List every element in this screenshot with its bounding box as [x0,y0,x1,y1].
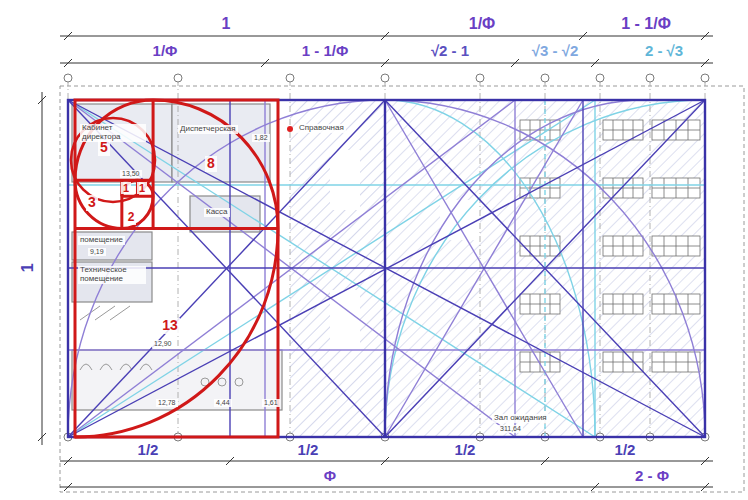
room-area: 4,44 [214,399,232,407]
room-name: Касса [204,208,230,217]
dimension-label: 1/Φ [467,15,497,33]
fibonacci-number: 2 [126,211,137,224]
dimension-label: 2 - Φ [633,468,671,485]
dimension-label: 1/2 [613,442,638,459]
window-transom [652,304,700,305]
fibonacci-number: 5 [98,140,110,155]
window-pane [652,178,700,198]
room-name: Диспетчерская [178,125,238,134]
room-name: помещение [78,236,125,245]
window-transom [520,304,560,305]
axis-line [68,80,705,437]
window-transom [603,304,643,305]
window-pane [603,352,643,372]
window-pane [603,120,643,140]
window-transom [603,246,643,247]
dimension-label: √3 - √2 [530,43,580,60]
room-name: Справочная [297,124,346,133]
window-transom [652,362,700,363]
room-area: 9,19 [88,248,106,256]
room-area: 1,61 [262,399,280,407]
proportion-lines [68,100,705,437]
window-transom [520,362,560,363]
golden-circle [71,118,155,202]
dimension-label: 1/2 [453,442,478,459]
dimension-label: 1 [220,15,233,33]
window-transom [652,188,700,189]
fibonacci-number: 1 [137,182,147,194]
window-transom [603,362,643,363]
dimension-label: √2 - 1 [429,43,471,60]
room-name: Кабинет директора [80,124,146,142]
info-dot [287,126,293,132]
dimension-label: 1/2 [296,442,321,459]
window-transom [603,130,643,131]
axis-marker [64,74,709,441]
window-pane [652,352,700,372]
dimension-label: Φ [322,468,338,485]
window-pane [520,294,560,314]
window-transom [603,188,643,189]
window-pane [520,236,560,256]
golden-spiral [75,100,278,437]
room-area: 311,64 [498,425,523,433]
window-pane [603,294,643,314]
dimension-label: 1 - 1/Φ [619,15,673,33]
fibonacci-number: 3 [86,195,98,210]
fibonacci-number: 8 [205,156,217,171]
window-transom [652,246,700,247]
room-area: 13,50 [120,170,142,178]
fibonacci-number: 1 [121,182,131,194]
dimension-line [38,32,713,491]
room-name: Зал ожидания [492,414,549,423]
room-name: Техническое помещение [78,266,146,284]
dimension-label: 2 - √3 [643,43,685,60]
fibonacci-number: 13 [160,318,180,333]
dimension-label: 1 [18,262,36,275]
dimension-label: 1 - 1/Φ [300,43,351,60]
window-pane [652,236,700,256]
dimension-label: 1/2 [136,442,161,459]
room-area: 1,82 [252,134,270,142]
dimension-label: 1/Φ [151,43,180,60]
room-area: 12,90 [152,340,174,348]
window-pane [603,236,643,256]
window-pane [603,178,643,198]
window-transom [520,246,560,247]
window-pane [520,352,560,372]
window-transom [520,130,560,131]
sheet-frame [60,86,744,492]
room-area: 12,78 [156,399,178,407]
window-symbol [520,120,700,372]
